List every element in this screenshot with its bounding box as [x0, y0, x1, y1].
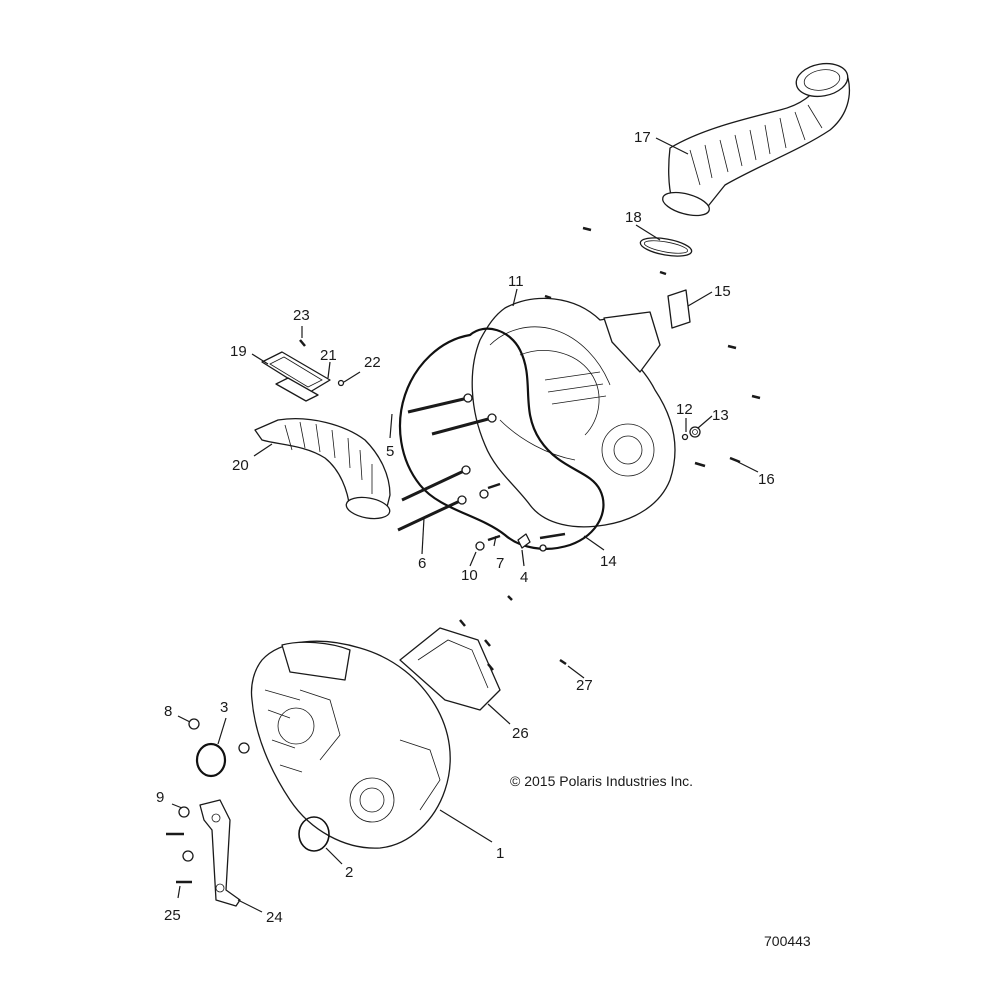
callout-4: 4	[520, 569, 528, 586]
part-20-inlet-duct	[254, 418, 391, 520]
callout-7: 7	[496, 555, 504, 572]
callout-2: 2	[345, 864, 353, 881]
parts-5-6-long-bolts	[397, 393, 497, 532]
callout-1: 1	[496, 845, 504, 862]
callout-8: 8	[164, 703, 172, 720]
callout-3: 3	[220, 699, 228, 716]
callout-18: 18	[625, 209, 642, 226]
callout-15: 15	[714, 283, 731, 300]
callout-12: 12	[676, 401, 693, 418]
parts-19-21-22-23-plate	[261, 339, 345, 402]
callout-23: 23	[293, 307, 310, 324]
callout-17: 17	[634, 129, 651, 146]
leader-lines	[171, 137, 759, 913]
part-17-intake-duct	[662, 62, 851, 217]
callout-22: 22	[364, 354, 381, 371]
callout-14: 14	[600, 553, 617, 570]
diagram-number: 700443	[764, 933, 811, 949]
callout-20: 20	[232, 457, 249, 474]
copyright-notice: © 2015 Polaris Industries Inc.	[510, 773, 693, 789]
callout-13: 13	[712, 407, 729, 424]
part-1-inner-cover	[250, 640, 451, 849]
callout-9: 9	[156, 789, 164, 806]
callout-5: 5	[386, 443, 394, 460]
callout-27: 27	[576, 677, 593, 694]
callout-6: 6	[418, 555, 426, 572]
callout-24: 24	[266, 909, 283, 926]
callout-10: 10	[461, 567, 478, 584]
callout-21: 21	[320, 347, 337, 364]
callout-26: 26	[512, 725, 529, 742]
callout-19: 19	[230, 343, 247, 360]
parts-4-7-10-fasteners	[475, 482, 566, 552]
parts-12-13-16-hardware	[544, 226, 761, 468]
part-18-clamp	[639, 237, 693, 257]
callout-16: 16	[758, 471, 775, 488]
part-26-shield	[399, 595, 567, 711]
callout-11: 11	[508, 273, 524, 290]
parts-8-9-24-25-bracket	[166, 718, 250, 907]
part-15-label	[667, 289, 691, 329]
parts-2-3-o-rings	[195, 742, 330, 852]
callout-25: 25	[164, 907, 181, 924]
part-14-gasket	[398, 327, 605, 550]
callout-labels: 1 2 3 4 5 6 7 8 9 10 11 12 13 14 15 16 1…	[156, 129, 775, 926]
